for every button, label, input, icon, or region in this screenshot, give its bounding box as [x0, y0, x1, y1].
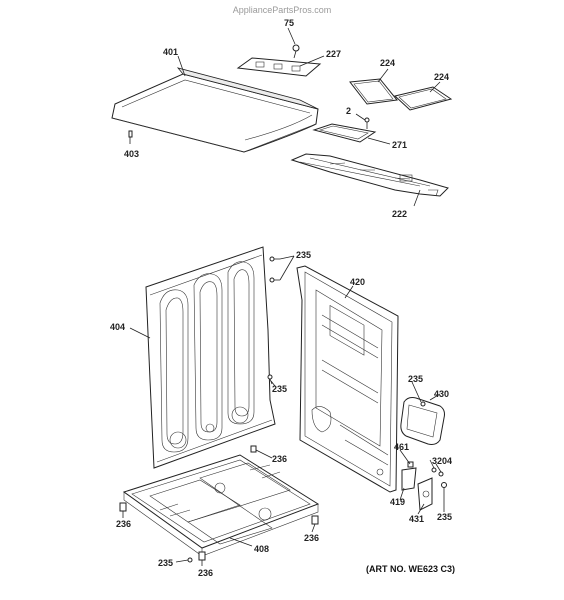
- callout-408: 408: [254, 544, 269, 554]
- callout-236-left: 236: [116, 519, 131, 529]
- callout-labels: 75 227 401 403 224 224 2 271 222 235 420…: [110, 18, 452, 578]
- callout-235-bracket: 235: [437, 512, 452, 522]
- callout-235-bottom: 235: [158, 558, 173, 568]
- callout-420: 420: [350, 277, 365, 287]
- callout-235-mid: 235: [272, 384, 287, 394]
- top-panel-part: [111, 67, 319, 153]
- foot-part-group: [119, 445, 319, 566]
- callout-235-top: 235: [296, 250, 311, 260]
- panel-part-left: [349, 78, 398, 105]
- callout-222: 222: [392, 209, 407, 219]
- bracket-assembly-part: [401, 461, 447, 511]
- leader-lines: [122, 27, 445, 563]
- callout-236-right: 236: [304, 533, 319, 543]
- rear-panel-part: [296, 265, 399, 493]
- rail-bracket-part: [290, 153, 449, 197]
- side-panel-part: [145, 246, 276, 469]
- panel-part-right: [393, 86, 453, 111]
- callout-431: 431: [409, 514, 424, 524]
- callout-236-top: 236: [272, 454, 287, 464]
- callout-227: 227: [326, 49, 341, 59]
- callout-235-cover: 235: [408, 374, 423, 384]
- callout-271: 271: [392, 140, 407, 150]
- callout-2: 2: [346, 106, 351, 116]
- gasket-frame-part: [312, 123, 377, 143]
- callout-461: 461: [394, 442, 409, 452]
- hinge-bracket-part: [236, 57, 322, 77]
- screw-235-group: [267, 256, 426, 407]
- callout-401: 401: [163, 47, 178, 57]
- screw-part: [292, 44, 300, 59]
- callout-419: 419: [390, 497, 405, 507]
- small-screw-part: [364, 117, 370, 129]
- callout-75: 75: [284, 18, 294, 28]
- bumper-part: [128, 130, 133, 144]
- callout-224-left: 224: [380, 58, 395, 68]
- callout-404: 404: [110, 322, 125, 332]
- callout-430: 430: [434, 389, 449, 399]
- callout-224-right: 224: [434, 72, 449, 82]
- callout-3204: 3204: [432, 456, 452, 466]
- base-part: [122, 454, 320, 557]
- access-cover-part: [400, 397, 445, 445]
- art-number: (ART NO. WE623 C3): [366, 564, 455, 574]
- callout-403: 403: [124, 149, 139, 159]
- watermark: AppliancePartsPros.com: [233, 5, 332, 15]
- callout-236-bottom: 236: [198, 568, 213, 578]
